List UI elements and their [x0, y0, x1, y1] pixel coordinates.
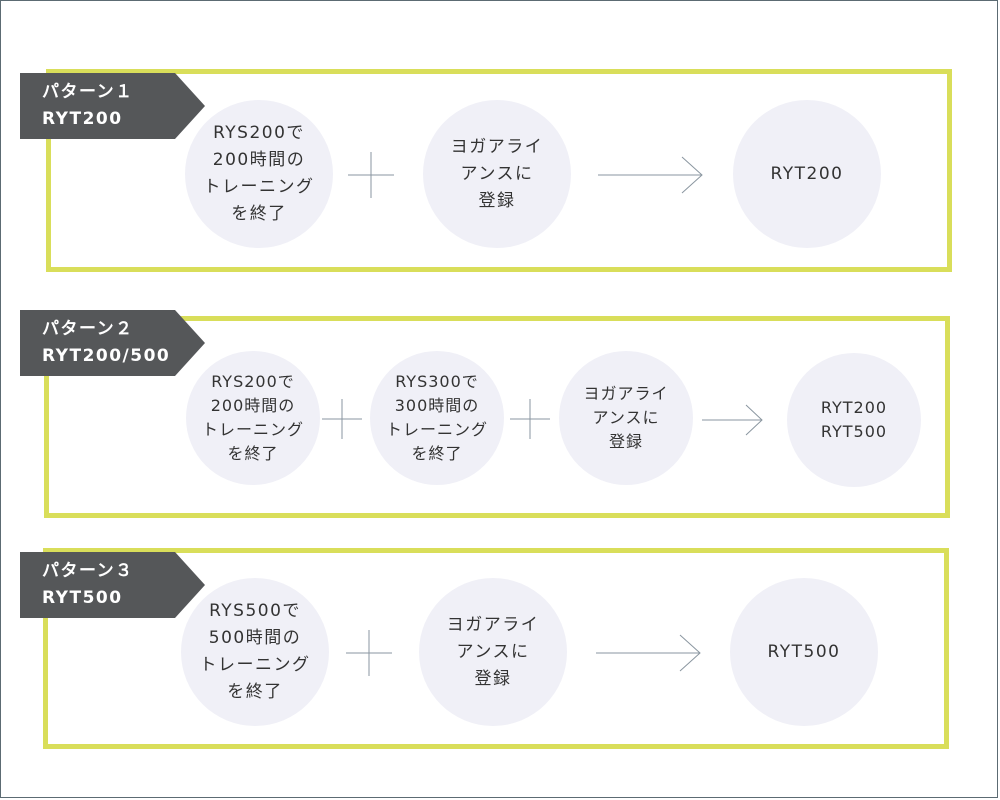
- pattern-3-step-2: ヨガアライ アンスに 登録: [419, 578, 567, 726]
- pattern-1-step-2: ヨガアライ アンスに 登録: [423, 100, 571, 248]
- pattern-2-step-1-text: RYS200で 200時間の トレーニング を終了: [201, 372, 304, 463]
- pattern-1-result-text: RYT200: [770, 163, 844, 184]
- pattern-2-step-3: ヨガアライ アンスに 登録: [559, 351, 693, 485]
- arrow-right-icon: [596, 634, 701, 672]
- pattern-2-result: RYT200 RYT500: [787, 353, 921, 487]
- pattern-1-panel: [46, 69, 952, 272]
- pattern-3-result: RYT500: [730, 578, 878, 726]
- pattern-2-step-2-text: RYS300で 300時間の トレーニング を終了: [385, 372, 488, 463]
- plus-icon: [348, 152, 394, 198]
- pattern-2-title: パターン２: [42, 319, 134, 339]
- pattern-1-label: パターン１ RYT200: [20, 73, 205, 139]
- pattern-3-step-1-text: RYS500で 500時間の トレーニング を終了: [199, 601, 311, 702]
- pattern-2-label: パターン２ RYT200/500: [20, 310, 205, 376]
- arrow-right-icon: [598, 156, 703, 194]
- pattern-1-step-2-text: ヨガアライ アンスに 登録: [450, 136, 544, 211]
- pattern-3-label: パターン３ RYT500: [20, 552, 205, 618]
- pattern-3-subtitle: RYT500: [42, 588, 123, 608]
- pattern-2-step-2: RYS300で 300時間の トレーニング を終了: [370, 351, 504, 485]
- pattern-2-result-text: RYT200 RYT500: [820, 398, 888, 441]
- pattern-2-subtitle: RYT200/500: [42, 346, 171, 366]
- pattern-1-step-1-text: RYS200で 200時間の トレーニング を終了: [203, 123, 315, 224]
- pattern-1-title: パターン１: [42, 82, 134, 102]
- pattern-3-step-2-text: ヨガアライ アンスに 登録: [446, 614, 540, 689]
- arrow-right-icon: [702, 404, 763, 436]
- pattern-2-step-1: RYS200で 200時間の トレーニング を終了: [186, 351, 320, 485]
- plus-icon: [346, 630, 392, 676]
- plus-icon: [322, 399, 362, 439]
- pattern-2-step-3-text: ヨガアライ アンスに 登録: [583, 384, 669, 451]
- pattern-3-panel: [43, 548, 949, 749]
- pattern-3-step-1: RYS500で 500時間の トレーニング を終了: [181, 578, 329, 726]
- pattern-3-title: パターン３: [42, 561, 134, 581]
- pattern-1-result: RYT200: [733, 100, 881, 248]
- pattern-1-subtitle: RYT200: [42, 109, 123, 129]
- pattern-3-result-text: RYT500: [767, 641, 841, 662]
- pattern-2-panel: [44, 316, 950, 518]
- plus-icon: [510, 399, 550, 439]
- pattern-1-step-1: RYS200で 200時間の トレーニング を終了: [185, 100, 333, 248]
